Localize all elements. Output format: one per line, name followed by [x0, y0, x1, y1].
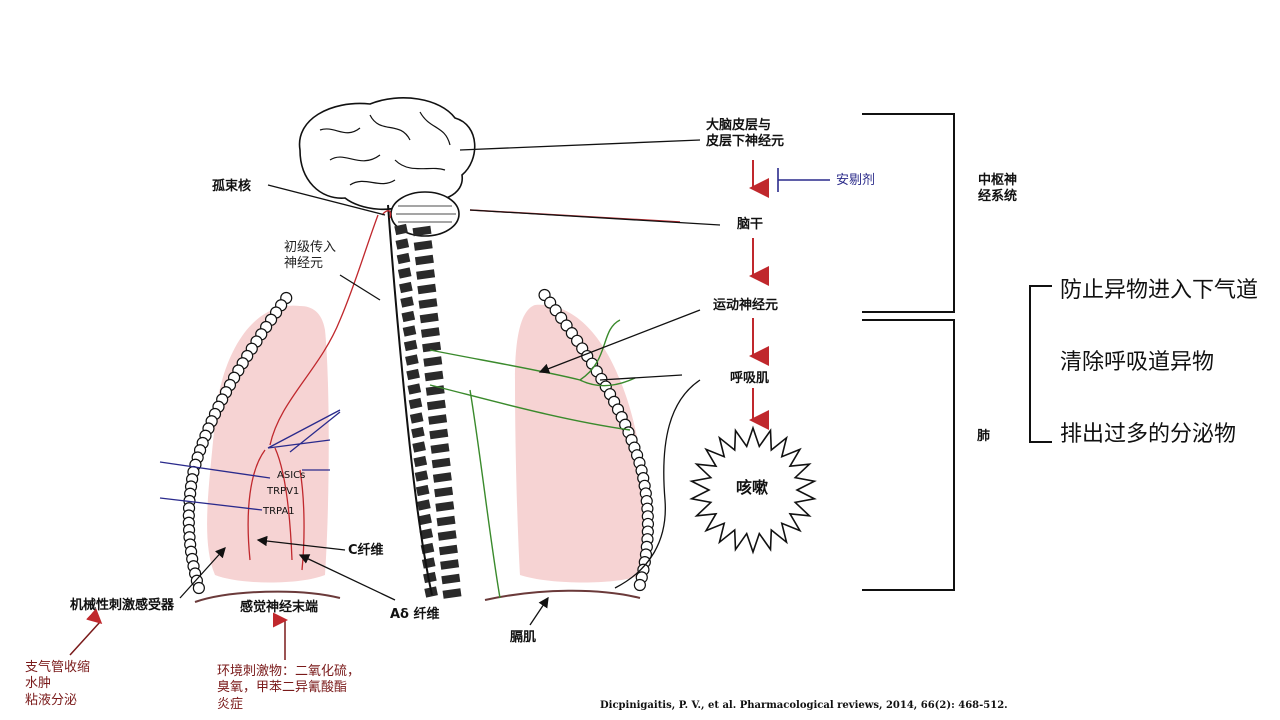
mechanoreceptor-label: 机械性刺激感受器 — [70, 598, 175, 613]
sensory-ending-label: 感觉神经末端 — [240, 600, 319, 615]
nts-label: 孤束核 — [212, 179, 252, 194]
lung-bracket — [862, 319, 955, 591]
trpv1-label: TRPV1 — [267, 486, 300, 497]
primary-afferent-label: 初级传入 神经元 — [284, 240, 337, 272]
spinal-column — [394, 223, 462, 599]
a-delta-fiber-label: Aδ 纤维 — [390, 607, 440, 622]
cortex-label: 大脑皮层与 皮层下神经元 — [706, 118, 785, 150]
environmental-stimuli-text: 环境刺激物：二氧化硫， 臭氧，甲苯二异氰酸酯 炎症 — [217, 664, 361, 712]
diaphragm-label: 膈肌 — [510, 630, 537, 645]
motor-neuron-label: 运动神经元 — [713, 298, 779, 313]
cough-burst — [689, 425, 817, 555]
trpa1-label: TRPA1 — [263, 506, 295, 517]
cns-bracket — [862, 113, 955, 313]
motor-nerves — [429, 319, 636, 599]
respiratory-muscle-label: 呼吸肌 — [730, 371, 770, 386]
receptor-pathways — [159, 409, 341, 511]
mechanical-stimuli-text: 支气管收缩 水肿 粘液分泌 — [25, 660, 91, 708]
function-brace — [1029, 285, 1052, 443]
function-item-3: 排出过多的分泌物 — [1060, 422, 1237, 447]
lung-label: 肺 — [977, 429, 991, 444]
left-ribcage — [182, 291, 293, 595]
spinal-cord — [387, 204, 433, 596]
function-item-2: 清除呼吸道异物 — [1060, 350, 1215, 375]
brainstem-label: 脑干 — [737, 217, 764, 232]
function-item-1: 防止异物进入下气道 — [1060, 278, 1259, 303]
right-ribcage — [538, 288, 655, 592]
brain — [298, 97, 476, 237]
sedative-label: 安剔剂 — [836, 173, 876, 188]
asics-label: ASICs — [277, 470, 306, 481]
cough-label: 咳嗽 — [736, 478, 769, 497]
right-lung — [515, 304, 645, 583]
cns-label: 中枢神 经系统 — [978, 173, 1018, 205]
stimulus-arrows — [69, 608, 288, 660]
c-fiber-label: C纤维 — [348, 543, 384, 558]
sedative-inhibitor — [777, 168, 830, 192]
diaphragm-muscle — [194, 589, 641, 603]
leader-lines — [179, 139, 721, 626]
citation: Dicpinigaitis, P. V., et al. Pharmacolog… — [600, 700, 1008, 711]
